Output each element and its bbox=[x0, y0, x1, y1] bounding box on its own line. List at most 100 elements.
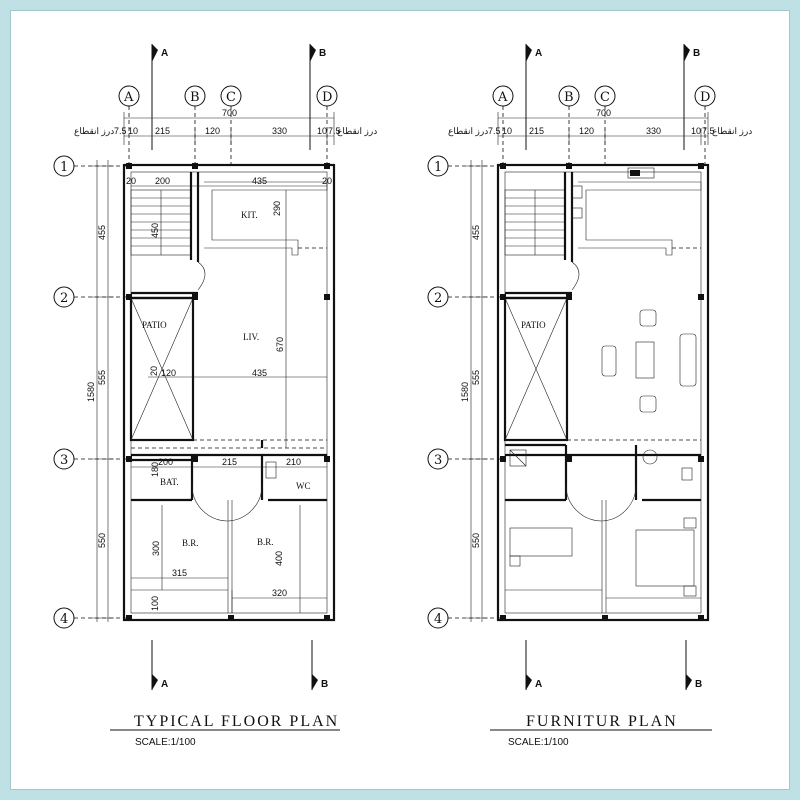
grid-label: 1 bbox=[60, 160, 68, 175]
grid-label: A bbox=[123, 90, 134, 105]
dining-table-icon bbox=[635, 341, 655, 379]
plan-scale: SCALE:1/100 bbox=[135, 737, 196, 748]
section-marker-label: B bbox=[695, 679, 702, 690]
grid-label: 4 bbox=[434, 612, 442, 627]
dim-seg-vertical: 555 bbox=[471, 370, 481, 385]
double-bed-icon bbox=[635, 529, 695, 587]
section-marker-a-bottom: A bbox=[525, 640, 542, 690]
shower-icon bbox=[509, 449, 527, 467]
room-label-bedroom-left: B.R. bbox=[182, 538, 199, 548]
section-marker-b-top: B bbox=[683, 44, 700, 150]
plan-title-block: TYPICAL FLOOR PLAN SCALE:1/100 bbox=[110, 713, 340, 748]
grid-label: 1 bbox=[434, 160, 442, 175]
grid-label: D bbox=[322, 90, 332, 105]
section-marker-label: B bbox=[321, 679, 328, 690]
dim: 315 bbox=[172, 568, 187, 578]
plan-title-block: FURNITUR PLAN SCALE:1/100 bbox=[490, 713, 712, 748]
room-label-patio: PATIO bbox=[521, 320, 546, 330]
arabic-note: درز انقطاع bbox=[337, 126, 377, 137]
inner-dimensions: 20 200 435 20 290 450 670 20 120 435 180… bbox=[126, 176, 332, 611]
nightstand-icon bbox=[509, 555, 521, 567]
dim: 100 bbox=[150, 596, 160, 611]
plan-walls bbox=[122, 163, 336, 622]
dim-seg: 120 bbox=[579, 126, 594, 136]
dim: 435 bbox=[252, 176, 267, 186]
room-label-bedroom-right: B.R. bbox=[257, 537, 274, 547]
dim: 215 bbox=[222, 457, 237, 467]
arabic-note: درز انقطاع bbox=[712, 126, 752, 137]
dim: 200 bbox=[155, 176, 170, 186]
armchair-icon bbox=[639, 309, 657, 327]
grid-label: A bbox=[497, 90, 508, 105]
furniture-plan: A B A B A B C D bbox=[427, 44, 752, 748]
nightstand-icon bbox=[683, 517, 697, 529]
dim-seg: 215 bbox=[155, 126, 170, 136]
dim: 20 bbox=[126, 176, 136, 186]
grid-label: C bbox=[600, 90, 610, 105]
patio bbox=[503, 296, 569, 442]
dim: 120 bbox=[161, 368, 176, 378]
arabic-note: درز انقطاع bbox=[448, 126, 488, 137]
dim-overall-vertical: 1580 bbox=[460, 382, 470, 402]
arabic-note: درز انقطاع bbox=[74, 126, 114, 137]
top-dimensions: 700 درز انقطاع 7.5 10 215 120 330 10 7.5… bbox=[448, 108, 752, 145]
section-marker-label: B bbox=[319, 48, 326, 59]
left-dimensions: 1580 455 555 550 bbox=[86, 160, 114, 622]
room-labels: KIT. LIV. PATIO BAT. WC B.R. B.R. bbox=[142, 210, 311, 548]
grid-label: 2 bbox=[60, 291, 68, 306]
dim-seg-vertical: 555 bbox=[97, 370, 107, 385]
section-marker-label: A bbox=[161, 679, 168, 690]
dim: 400 bbox=[274, 551, 284, 566]
armchair-icon bbox=[639, 395, 657, 413]
bed-icon bbox=[509, 527, 573, 557]
typical-floor-plan: A B A B A B C D bbox=[53, 44, 377, 748]
grid-bubbles-letters: A B C D bbox=[492, 85, 716, 165]
section-marker-b-top: B bbox=[309, 44, 326, 150]
plan-walls bbox=[496, 163, 710, 622]
grid-label: B bbox=[190, 90, 200, 105]
nightstand-icon bbox=[683, 585, 697, 597]
basin-icon bbox=[681, 467, 693, 481]
sofa-icon bbox=[601, 345, 617, 377]
stove-icon bbox=[627, 167, 655, 179]
dim: 180 bbox=[150, 462, 160, 477]
dim-seg: 7.5 bbox=[488, 126, 501, 136]
patio bbox=[129, 296, 195, 442]
dim-seg: 7.5 bbox=[702, 126, 715, 136]
dim-seg: 120 bbox=[205, 126, 220, 136]
columns bbox=[500, 163, 704, 621]
dim-seg: 10 bbox=[317, 126, 327, 136]
room-label-wc: WC bbox=[296, 481, 311, 491]
dim: 290 bbox=[272, 201, 282, 216]
dim: 320 bbox=[272, 588, 287, 598]
grid-label: 4 bbox=[60, 612, 68, 627]
left-dimensions: 1580 455 555 550 bbox=[460, 160, 488, 622]
dim-seg-vertical: 550 bbox=[97, 533, 107, 548]
dim: 670 bbox=[275, 337, 285, 352]
room-labels: PATIO bbox=[521, 320, 546, 330]
sofa-icon bbox=[679, 333, 697, 387]
grid-label: B bbox=[564, 90, 574, 105]
dim-seg: 7.5 bbox=[328, 126, 341, 136]
dim-overall: 700 bbox=[596, 108, 611, 118]
dim-overall: 700 bbox=[222, 108, 237, 118]
grid-label: C bbox=[226, 90, 236, 105]
plan-title: TYPICAL FLOOR PLAN bbox=[134, 713, 339, 730]
section-marker-label: B bbox=[693, 48, 700, 59]
dim-seg: 10 bbox=[691, 126, 701, 136]
dim: 20 bbox=[149, 366, 159, 376]
dim-seg: 330 bbox=[646, 126, 661, 136]
section-marker-label: A bbox=[161, 48, 168, 59]
room-label-kitchen: KIT. bbox=[241, 210, 258, 220]
room-label-living: LIV. bbox=[243, 332, 259, 342]
dim: 450 bbox=[150, 223, 160, 238]
section-marker-label: A bbox=[535, 48, 542, 59]
dim-seg-vertical: 550 bbox=[471, 533, 481, 548]
dim-seg: 10 bbox=[128, 126, 138, 136]
dim: 300 bbox=[151, 541, 161, 556]
grid-label: 3 bbox=[60, 453, 68, 468]
dim-seg: 10 bbox=[502, 126, 512, 136]
dim: 210 bbox=[286, 457, 301, 467]
room-label-patio: PATIO bbox=[142, 320, 167, 330]
